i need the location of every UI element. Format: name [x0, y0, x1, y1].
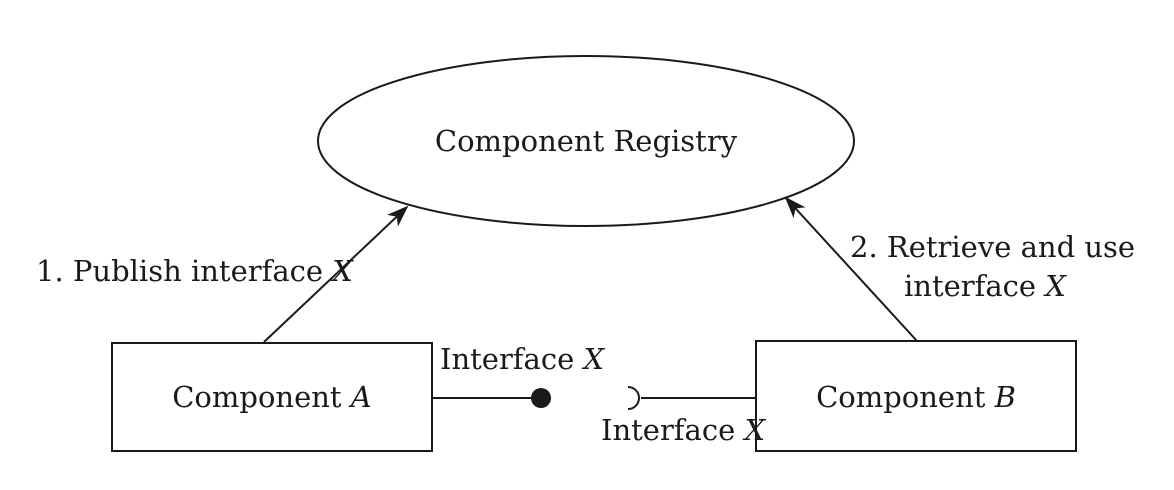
registry-ellipse — [317, 55, 855, 227]
required-interface: Interface X — [601, 386, 766, 447]
component-b-node: Component B — [755, 340, 1077, 452]
publish-arrow-label: 1. Publish interface X — [36, 254, 354, 288]
component-a-label: Component A — [172, 380, 372, 414]
registry-label: Component Registry — [435, 124, 738, 158]
component-b-label: Component B — [816, 380, 1016, 414]
retrieve-arrow-label-line1: 2. Retrieve and use — [850, 230, 1135, 264]
retrieve-arrow — [784, 196, 918, 342]
provided-interface: Interface X — [432, 342, 605, 408]
retrieve-arrow-label-line2: interface X — [904, 269, 1067, 303]
component-a-node: Component A — [111, 342, 433, 452]
registry-node: Component Registry — [317, 55, 855, 227]
publish-arrow — [263, 205, 409, 343]
provided-interface-ball — [531, 388, 551, 408]
required-interface-label: Interface X — [601, 413, 766, 447]
provided-interface-label: Interface X — [440, 342, 605, 376]
required-interface-socket — [627, 386, 640, 410]
